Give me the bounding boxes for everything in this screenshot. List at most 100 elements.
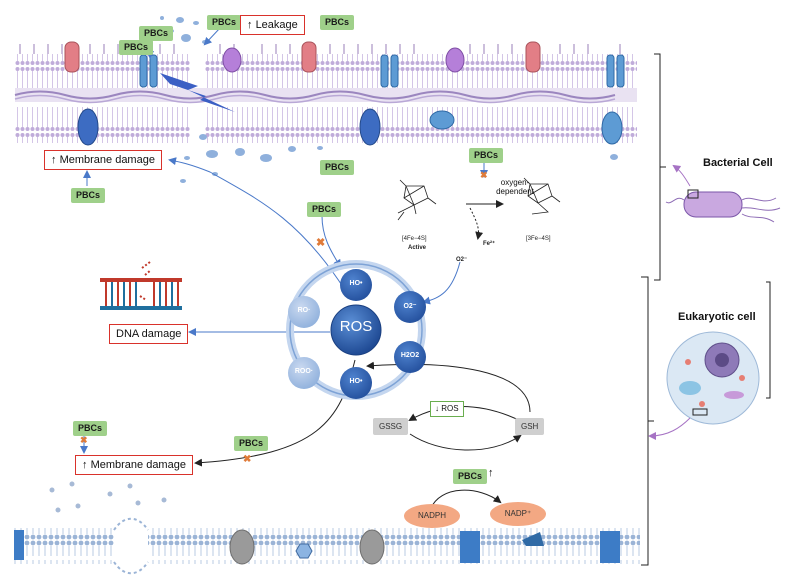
fe-s-cluster-active bbox=[397, 179, 437, 221]
pbcs-label: PBCs bbox=[71, 188, 106, 203]
oxygen-dependent-label: oxygen- dependent bbox=[496, 178, 534, 196]
increase-arrow-icon: ↑ bbox=[247, 19, 253, 31]
arrow bbox=[203, 27, 221, 46]
alkoxyl-label: RO· bbox=[297, 307, 311, 314]
arrow-gsh-to-gssg bbox=[408, 406, 526, 424]
pbcs-label: PBCs bbox=[320, 160, 355, 175]
porin-channel bbox=[380, 54, 399, 88]
membrane-protein bbox=[460, 531, 480, 563]
pbcs-label: PBCs bbox=[139, 26, 174, 41]
arrow bbox=[422, 261, 461, 305]
ros-label: ROS bbox=[339, 318, 373, 335]
pbcs-label: PBCs bbox=[234, 436, 269, 451]
peroxide-ball bbox=[394, 341, 426, 373]
porin-channel bbox=[606, 54, 625, 88]
eukaryotic-cell-title: Eukaryotic cell bbox=[678, 311, 756, 323]
peroxyl-label: ROO· bbox=[294, 368, 314, 375]
membrane-damage-box-top: ↑ Membrane damage bbox=[44, 150, 162, 170]
bacterial-outer-membrane bbox=[14, 54, 637, 143]
peroxyl-ball bbox=[288, 357, 320, 389]
membrane-damage-label: Membrane damage bbox=[59, 154, 155, 166]
inner-membrane-protein bbox=[429, 110, 455, 130]
hydroxyl-top-label: HO• bbox=[349, 280, 363, 287]
pbcs-label: PBCs bbox=[320, 15, 355, 30]
decrease-ros-box: ↓ ROS bbox=[430, 401, 464, 417]
increase-arrow-icon: ↑ bbox=[51, 154, 57, 166]
decrease-arrow-icon: ↓ bbox=[435, 404, 439, 413]
fe-s-active-status: Active bbox=[408, 245, 427, 251]
superoxide-label: O2⁻ bbox=[403, 303, 417, 310]
hydroxyl-radical-top bbox=[340, 269, 372, 301]
membrane-protein bbox=[14, 530, 24, 560]
arrow-ros-to-membrane bbox=[168, 157, 346, 291]
decrease-ros-label: ROS bbox=[441, 404, 459, 413]
membrane-protein-purple bbox=[222, 47, 242, 73]
eukaryotic-cell-icon bbox=[666, 331, 760, 425]
lightning-icon bbox=[160, 73, 235, 112]
fe-s-active-label: [4Fe−4S] bbox=[402, 236, 427, 242]
increase-arrow-icon: ↑ bbox=[488, 467, 494, 479]
superoxide-small-label: O2⁻ bbox=[456, 257, 468, 263]
membrane-protein-wedge bbox=[522, 532, 544, 546]
pbcs-label: PBCs bbox=[307, 202, 342, 217]
membrane-protein-red bbox=[525, 41, 541, 73]
alkoxyl-ball bbox=[288, 296, 320, 328]
bacterial-cell-icon bbox=[665, 189, 781, 223]
inhibit-icon: ✖ bbox=[243, 454, 251, 465]
pbcs-label: PBCs bbox=[469, 148, 504, 163]
leakage-box: ↑ Leakage bbox=[240, 15, 305, 35]
scattered-lipids bbox=[49, 481, 167, 513]
nadph-oval: NADPH bbox=[404, 504, 460, 528]
ros-core bbox=[330, 304, 382, 356]
increase-arrow-icon: ↑ bbox=[82, 459, 88, 471]
leakage-label: Leakage bbox=[255, 19, 298, 31]
membrane-protein-red bbox=[301, 41, 317, 73]
arrow-ros-to-membrane-bottom bbox=[194, 359, 356, 467]
pbcs-label: PBCs bbox=[207, 15, 242, 30]
arrow bbox=[648, 417, 691, 440]
inhibit-icon: ✖ bbox=[480, 170, 488, 180]
inhibit-icon: ✖ bbox=[80, 435, 88, 445]
arrow-nadph bbox=[429, 489, 502, 511]
fe-s-cluster-inactive bbox=[523, 177, 561, 215]
membrane-damage-box-bottom: ↑ Membrane damage bbox=[75, 455, 193, 475]
bracket-cell-group bbox=[766, 281, 771, 399]
dna-damage-label: DNA damage bbox=[116, 328, 182, 340]
gsh-box: GSH bbox=[515, 418, 545, 435]
lps-chains bbox=[19, 44, 621, 54]
gssg-box: GSSG bbox=[373, 418, 409, 435]
membrane-damage-label: Membrane damage bbox=[90, 459, 186, 471]
inner-membrane-protein bbox=[601, 111, 623, 145]
pbcs-label: PBCs bbox=[119, 40, 154, 55]
ferrous-ion-label: Fe²⁺ bbox=[483, 241, 496, 247]
inhibit-icon: ✖ bbox=[316, 237, 325, 249]
membrane-protein-grey bbox=[229, 529, 255, 565]
pbcs-label: PBCs bbox=[453, 469, 488, 484]
inner-membrane-protein bbox=[359, 108, 381, 146]
membrane-protein-hexagon bbox=[295, 543, 313, 559]
nadp-oval: NADP⁺ bbox=[490, 502, 546, 526]
arrow bbox=[321, 215, 342, 268]
hydroxyl-radical-bottom bbox=[340, 367, 372, 399]
bracket-bacterial bbox=[654, 53, 666, 281]
membrane-protein-grey bbox=[359, 529, 385, 565]
pbcs-label: PBCs bbox=[73, 421, 108, 436]
eukaryotic-membrane bbox=[14, 517, 640, 575]
dna-icon bbox=[100, 261, 182, 310]
fe-s-inactive-label: [3Fe−4S] bbox=[526, 236, 551, 242]
hydroxyl-bottom-label: HO• bbox=[349, 378, 363, 385]
leaking-particles bbox=[160, 16, 618, 183]
superoxide-ball bbox=[394, 291, 426, 323]
membrane-protein bbox=[600, 531, 620, 563]
peroxide-label: H2O2 bbox=[400, 352, 420, 359]
arrow bbox=[469, 207, 484, 240]
dna-damage-box: DNA damage bbox=[109, 324, 189, 344]
bacterial-cell-title: Bacterial Cell bbox=[703, 157, 773, 169]
bracket-eukaryotic bbox=[641, 276, 654, 566]
arrow bbox=[672, 164, 691, 187]
arrow-gssg-to-gsh bbox=[409, 433, 522, 451]
membrane-protein-red bbox=[64, 41, 80, 73]
membrane-protein-purple bbox=[445, 47, 465, 73]
